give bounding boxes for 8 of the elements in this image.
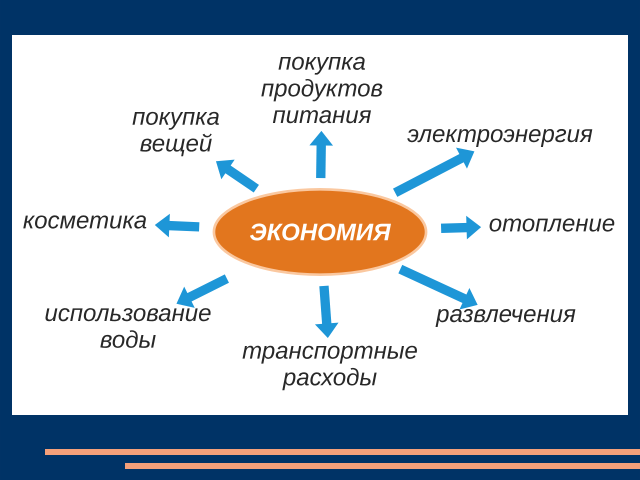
topic-label: покупка вещей bbox=[132, 112, 220, 156]
topic-label: транспортные расходы bbox=[242, 346, 417, 390]
topic-label: развлечения bbox=[436, 309, 576, 327]
topic-label: покупка продуктов питания bbox=[261, 56, 382, 124]
topic-label: использование воды bbox=[46, 308, 211, 348]
topic-label: косметика bbox=[23, 215, 146, 229]
topic-label: электроэнергия bbox=[407, 129, 592, 147]
topic-label: отопление bbox=[490, 218, 614, 232]
